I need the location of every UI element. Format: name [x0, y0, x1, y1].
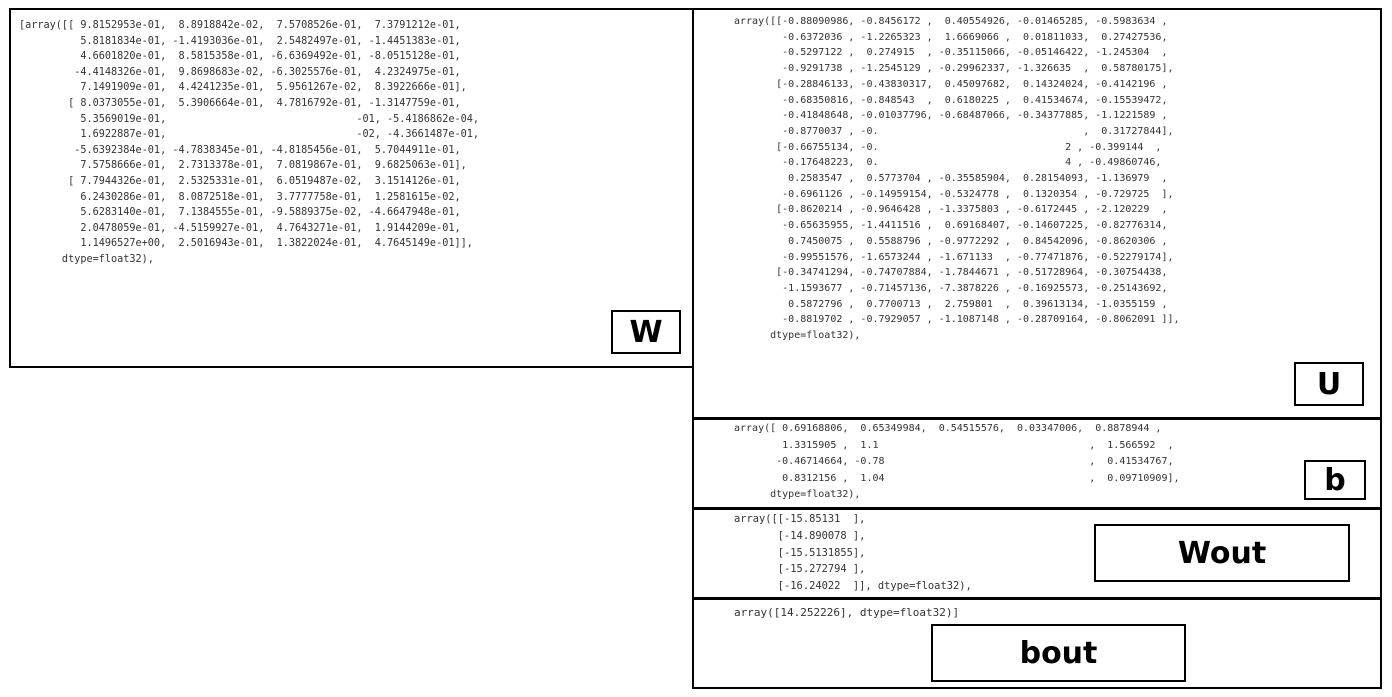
array-line: array([ 0.69168806, 0.65349984, 0.545155…: [734, 423, 1162, 434]
b-array-output: array([ 0.69168806, 0.65349984, 0.545155…: [734, 421, 1180, 504]
array-line: -0.17648223, 0. 4 , -0.49860746,: [734, 157, 1162, 169]
array-line: [array([[ 9.8152953e-01, 8.8918842e-02, …: [19, 20, 461, 31]
w-array-output: [array([[ 9.8152953e-01, 8.8918842e-02, …: [19, 18, 479, 268]
array-line: 0.5872796 , 0.7700713 , 2.759801 , 0.396…: [734, 298, 1168, 310]
wout-array-output: array([[-15.85131 ], [-14.890078 ], [-15…: [734, 511, 972, 595]
array-line: -0.8770037 , -0. , 0.31727844],: [734, 125, 1174, 137]
array-line: -0.68350816, -0.848543 , 0.6180225 , 0.4…: [734, 94, 1168, 106]
array-line: -0.8819702 , -0.7929057 , -1.1087148 , -…: [734, 314, 1180, 326]
array-line: 0.8312156 , 1.04 , 0.09710909],: [734, 472, 1180, 484]
array-line: 1.3315905 , 1.1 , 1.566592 ,: [734, 439, 1174, 451]
array-line: -0.99551576, -1.6573244 , -1.671133 , -0…: [734, 251, 1174, 263]
array-line: 0.2583547 , 0.5773704 , -0.35585904, 0.2…: [734, 173, 1168, 185]
array-line: array([[-0.88090986, -0.8456172 , 0.4055…: [734, 16, 1168, 27]
array-line: -0.65635955, -1.4411516 , 0.69168407, -0…: [734, 220, 1168, 232]
array-line: -0.46714664, -0.78 , 0.41534767,: [734, 456, 1174, 467]
array-line: -0.41848648, -0.01037796, -0.68487066, -…: [734, 110, 1168, 122]
array-line: array([[-15.85131 ],: [734, 513, 866, 525]
w-label: W: [611, 310, 681, 354]
u-array-output: array([[-0.88090986, -0.8456172 , 0.4055…: [734, 14, 1180, 344]
array-line: -1.1593677 , -0.71457136, -7.3878226 , -…: [734, 282, 1168, 294]
array-line: [ 7.7944326e-01, 2.5325331e-01, 6.051948…: [19, 175, 461, 187]
array-line: -0.6961126 , -0.14959154, -0.5324778 , 0…: [734, 188, 1174, 200]
array-line: [-15.272794 ],: [734, 563, 866, 576]
array-line: 5.6283140e-01, 7.1384555e-01, -9.5889375…: [19, 207, 461, 219]
array-line: [-0.34741294, -0.74707884, -1.7844671 , …: [734, 267, 1168, 279]
array-line: -0.6372036 , -1.2265323 , 1.6669066 , 0.…: [734, 31, 1168, 43]
array-line: 0.7450075 , 0.5588796 , -0.9772292 , 0.8…: [734, 235, 1168, 247]
array-line: 1.1496527e+00, 2.5016943e-01, 1.3822024e…: [19, 238, 473, 250]
array-line: 6.2430286e-01, 8.0872518e-01, 3.7777758e…: [19, 191, 461, 203]
array-line: dtype=float32),: [734, 489, 861, 500]
bout-label: bout: [931, 624, 1186, 682]
array-line: 5.3569019e-01, -01, -5.4186862e-04,: [19, 113, 480, 125]
array-line: 1.6922887e-01, -02, -4.3661487e-01,: [19, 129, 480, 141]
array-line: array([14.252226], dtype=float32)]: [734, 606, 960, 619]
array-line: -5.6392384e-01, -4.7838345e-01, -4.81854…: [19, 144, 461, 156]
array-line: [-15.5131855],: [734, 546, 866, 559]
array-line: 5.8181834e-01, -1.4193036e-01, 2.5482497…: [19, 35, 461, 47]
array-line: [-14.890078 ],: [734, 529, 866, 542]
array-line: -4.4148326e-01, 9.8698683e-02, -6.302557…: [19, 66, 461, 78]
array-line: -0.9291738 , -1.2545129 , -0.29962337, -…: [734, 63, 1174, 75]
array-line: [-16.24022 ]], dtype=float32),: [734, 580, 972, 593]
array-line: [-0.66755134, -0. 2 , -0.399144 ,: [734, 141, 1162, 153]
array-line: [-0.8620214 , -0.9646428 , -1.3375803 , …: [734, 204, 1168, 216]
array-line: [ 8.0373055e-01, 5.3906664e-01, 4.781679…: [19, 97, 461, 109]
w-weights-panel: [array([[ 9.8152953e-01, 8.8918842e-02, …: [9, 8, 694, 368]
array-line: dtype=float32),: [734, 330, 861, 342]
b-bias-panel: array([ 0.69168806, 0.65349984, 0.545155…: [692, 417, 1382, 510]
bout-array-output: array([14.252226], dtype=float32)]: [734, 604, 959, 621]
u-weights-panel: array([[-0.88090986, -0.8456172 , 0.4055…: [692, 8, 1382, 420]
b-label: b: [1304, 460, 1366, 500]
wout-weights-panel: array([[-15.85131 ], [-14.890078 ], [-15…: [692, 507, 1382, 600]
array-line: 4.6601820e-01, 8.5815358e-01, -6.6369492…: [19, 51, 461, 63]
array-line: 7.1491909e-01, 4.4241235e-01, 5.9561267e…: [19, 82, 467, 94]
wout-label: Wout: [1094, 524, 1350, 582]
array-line: dtype=float32),: [19, 253, 154, 265]
array-line: [-0.28846133, -0.43830317, 0.45097682, 0…: [734, 78, 1168, 90]
array-line: -0.5297122 , 0.274915 , -0.35115066, -0.…: [734, 47, 1168, 59]
array-line: 2.0478059e-01, -4.5159927e-01, 4.7643271…: [19, 222, 461, 234]
array-line: 7.5758666e-01, 2.7313378e-01, 7.0819867e…: [19, 160, 467, 172]
u-label: U: [1294, 362, 1364, 406]
bout-bias-panel: array([14.252226], dtype=float32)] bout: [692, 597, 1382, 689]
